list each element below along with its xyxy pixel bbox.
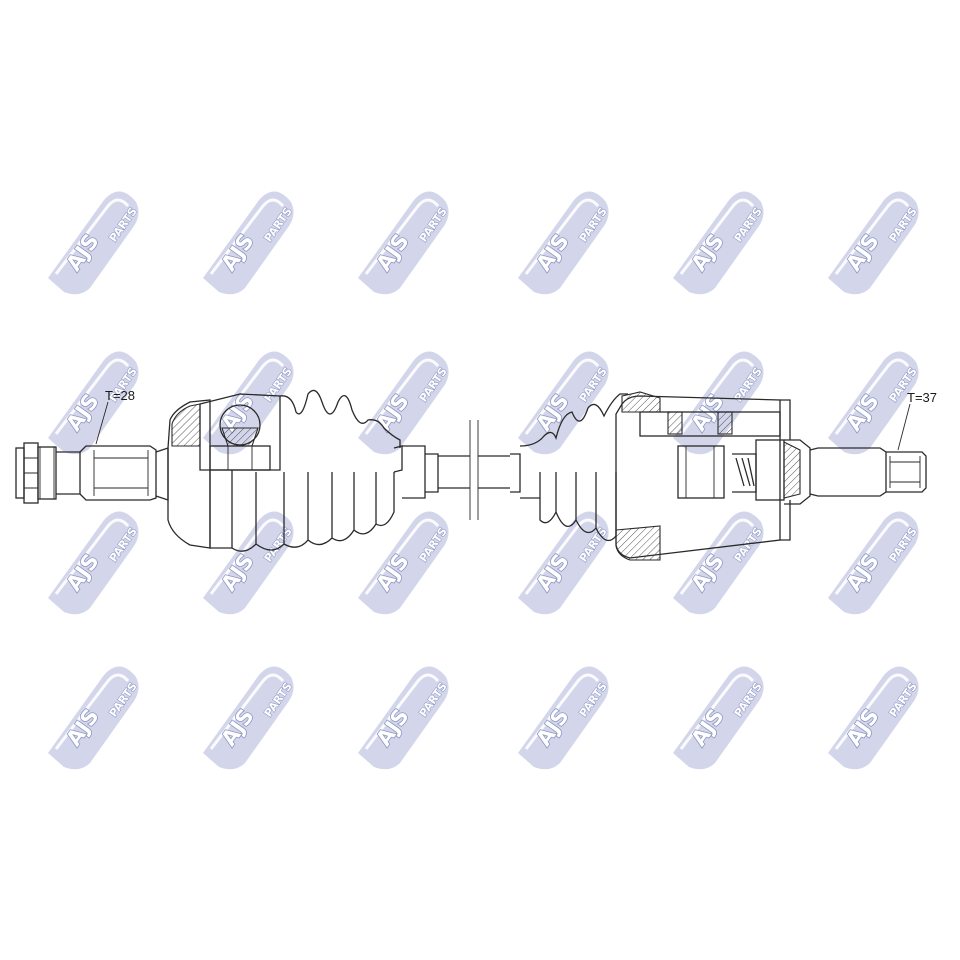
left-spline-label: T=28 (105, 388, 135, 403)
right-spline-callout: T=37 (897, 390, 937, 451)
right-spline-label: T=37 (907, 390, 937, 405)
drive-shaft: T=28 T=37 (15, 388, 937, 561)
left-stub-shaft (79, 445, 169, 501)
left-hub-nut (15, 442, 81, 504)
intermediate-shaft (393, 420, 521, 520)
inner-cv-joint (615, 391, 811, 561)
right-stub-shaft (809, 447, 927, 497)
left-spline-callout: T=28 (95, 388, 135, 445)
inner-boot (519, 393, 628, 542)
outer-boot (209, 389, 401, 552)
